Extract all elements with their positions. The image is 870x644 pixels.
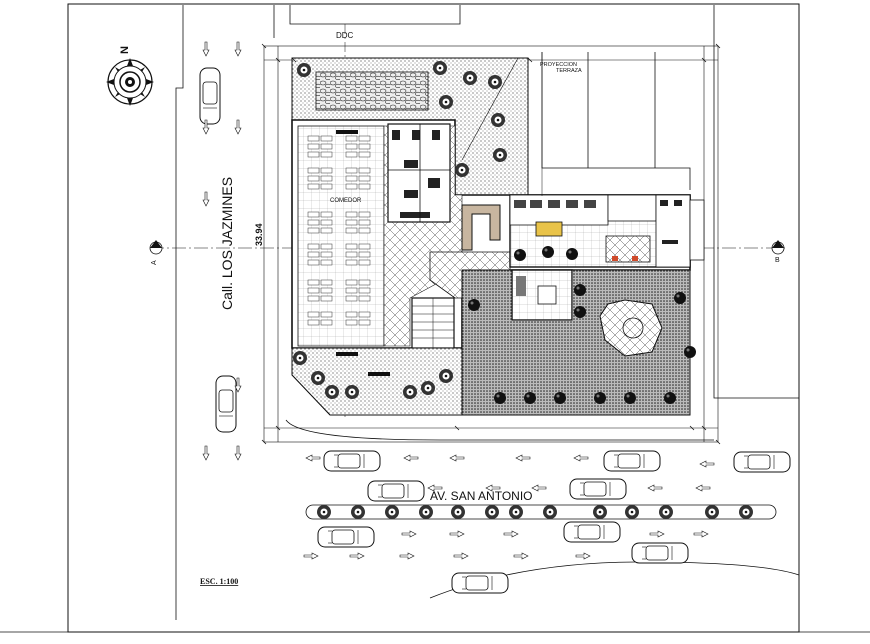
avenue-median <box>305 504 777 520</box>
projection-label: PROYECCION <box>540 62 577 68</box>
street-west-label: Call. LOS JAZMINES <box>219 177 235 310</box>
dining-hall <box>297 125 385 347</box>
section-a-label: A <box>151 260 158 265</box>
bar-counter <box>461 204 501 251</box>
dimension-label: 33.94 <box>254 223 264 246</box>
grid-ticks <box>261 43 721 445</box>
toilet-fixtures <box>392 130 440 218</box>
gazebo <box>599 299 663 357</box>
terrace-label: TERRAZA <box>556 68 582 74</box>
north-compass: N <box>106 46 154 106</box>
scale-label: ESC. 1:100 <box>200 577 238 586</box>
street-south-label: AV. SAN ANTONIO <box>430 489 532 503</box>
north-label: N <box>119 46 131 54</box>
dining-label: COMEDOR <box>330 198 362 204</box>
rock-garden <box>315 71 429 111</box>
bathrooms <box>387 123 451 223</box>
section-b-label: B <box>775 257 780 264</box>
section-top-label: DDC <box>336 31 354 40</box>
